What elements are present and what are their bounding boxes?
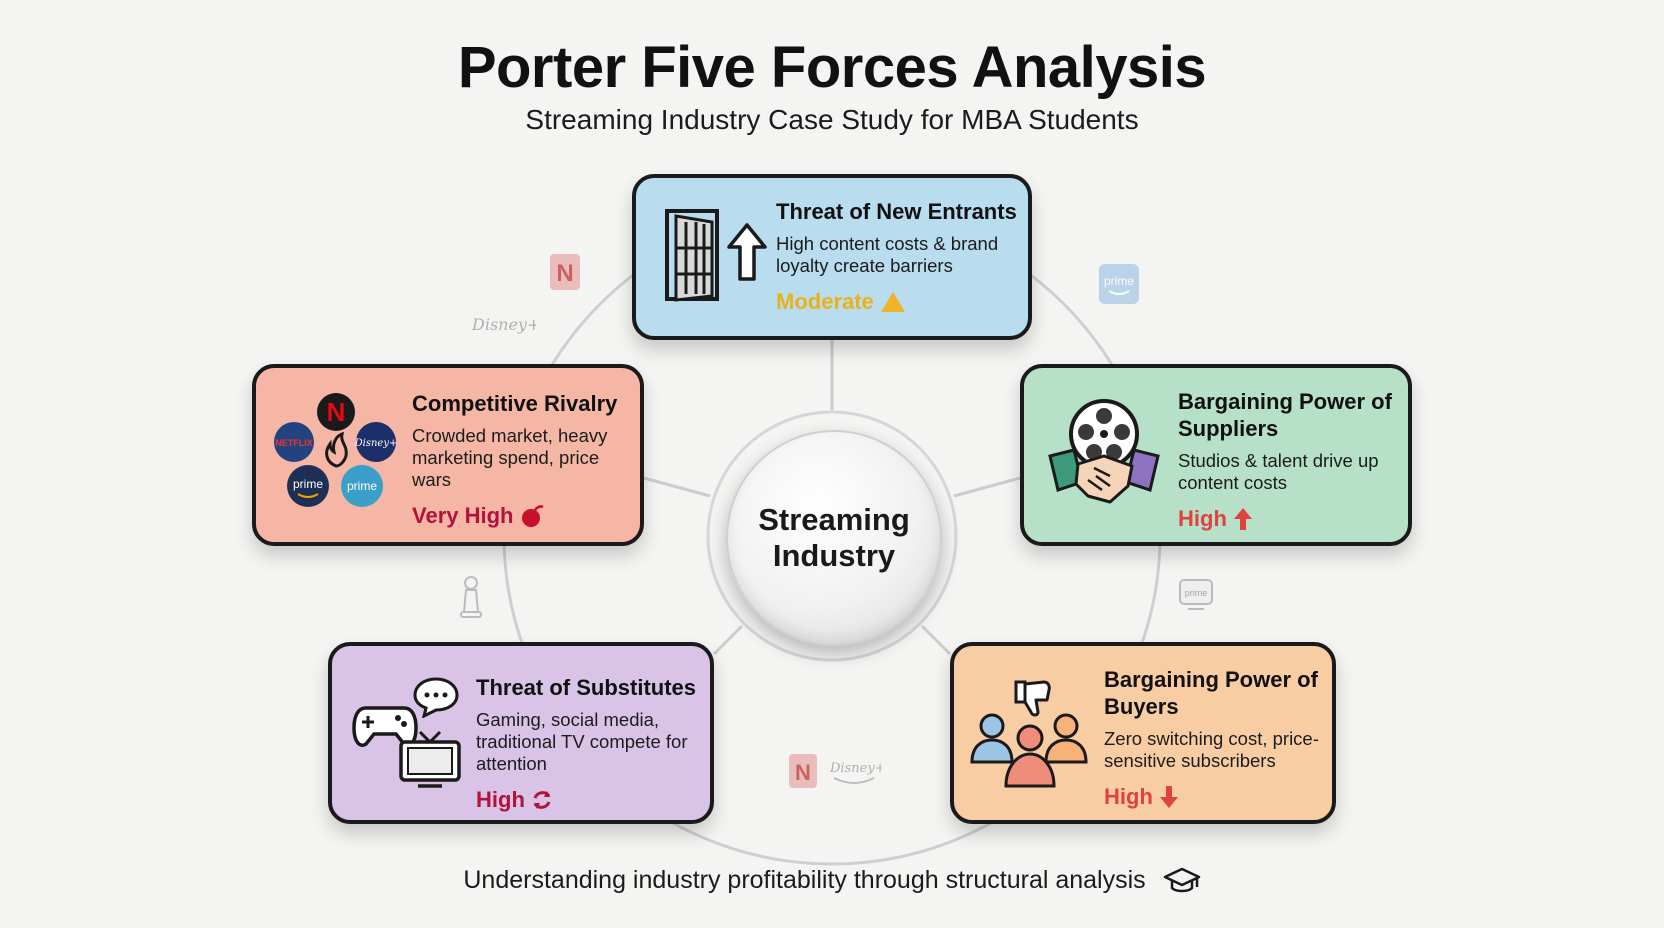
svg-text:NETFLIX: NETFLIX xyxy=(275,438,313,448)
svg-text:prime: prime xyxy=(293,477,323,491)
chat-bubble-icon xyxy=(412,676,460,723)
center-label: Streaming Industry xyxy=(758,502,910,573)
disney-plus-logo: Disney+ xyxy=(354,422,398,462)
level-label: High xyxy=(1104,784,1153,809)
page-title: Porter Five Forces Analysis xyxy=(457,35,1207,100)
graduation-cap-icon xyxy=(1163,868,1200,893)
force-level: High xyxy=(1104,784,1336,810)
svg-text:prime: prime xyxy=(1104,274,1134,288)
level-label: High xyxy=(1178,506,1227,531)
film-reel-icon xyxy=(1068,398,1140,475)
prime-logo: prime xyxy=(287,465,329,507)
people-group-icon xyxy=(970,710,1090,795)
footer-caption: Understanding industry profitability thr… xyxy=(0,866,1664,895)
card-buyers: Bargaining Power of Buyers Zero switchin… xyxy=(950,642,1336,824)
card-description: Gaming, social media, traditional TV com… xyxy=(476,709,688,774)
tv-icon xyxy=(398,730,462,795)
streaming-logos-cluster: N NETFLIX Disney+ prime prime xyxy=(274,392,398,521)
prime-tv-decor: prime xyxy=(1178,578,1214,617)
svg-text:N: N xyxy=(556,260,573,287)
svg-text:N: N xyxy=(327,397,346,427)
footer-text: Understanding industry profitability thr… xyxy=(463,866,1146,894)
force-level: High xyxy=(476,787,708,813)
svg-text:N: N xyxy=(795,760,811,785)
thumbs-down-icon xyxy=(1014,678,1054,723)
card-title: Threat of New Entrants xyxy=(776,199,1017,224)
netflix-wordmark-logo: NETFLIX xyxy=(274,422,314,462)
force-level: Moderate xyxy=(776,289,1024,315)
force-level: High xyxy=(1178,506,1404,532)
card-rivalry: N NETFLIX Disney+ prime prime xyxy=(252,364,644,546)
gamepad-icon xyxy=(352,702,418,755)
prime-disney-decor-bottom: Disney+ xyxy=(828,756,886,793)
card-description: Studios & talent drive up content costs xyxy=(1178,450,1379,493)
arrow-down-icon xyxy=(1159,786,1178,808)
refresh-icon xyxy=(533,791,551,809)
card-new-entrants: Threat of New Entrants High content cost… xyxy=(632,174,1032,340)
bomb-icon xyxy=(522,505,545,527)
arrow-up-icon xyxy=(726,222,768,287)
handshake-icon xyxy=(1048,446,1160,513)
svg-text:prime: prime xyxy=(347,479,377,493)
card-substitutes: Threat of Substitutes Gaming, social med… xyxy=(328,642,714,824)
netflix-logo: N xyxy=(317,393,355,431)
netflix-logo-decor: N xyxy=(550,254,580,295)
card-description: Crowded market, heavy marketing spend, p… xyxy=(412,425,608,490)
fire-icon xyxy=(325,431,348,468)
pawn-icon xyxy=(456,574,486,625)
card-title: Bargaining Power of Buyers xyxy=(1104,667,1318,719)
svg-text:Disney+: Disney+ xyxy=(829,761,882,776)
center-hub: Streaming Industry xyxy=(726,430,942,646)
warning-triangle-icon xyxy=(880,292,905,312)
disney-logo-decor: Disney+ xyxy=(470,310,540,341)
card-description: High content costs & brand loyalty creat… xyxy=(776,233,999,276)
page-subtitle: Streaming Industry Case Study for MBA St… xyxy=(525,104,1139,135)
card-suppliers: Bargaining Power of Suppliers Studios & … xyxy=(1020,364,1412,546)
svg-text:prime: prime xyxy=(1185,588,1208,598)
card-title: Competitive Rivalry xyxy=(412,391,618,416)
arrow-up-icon xyxy=(1233,508,1252,530)
svg-text:Disney+: Disney+ xyxy=(471,315,536,334)
netflix-logo-decor-bottom: N xyxy=(789,754,817,793)
card-title: Threat of Substitutes xyxy=(476,675,697,700)
prime-logo-decor: prime xyxy=(1099,264,1139,309)
force-level: Very High xyxy=(412,503,636,529)
card-title: Bargaining Power of Suppliers xyxy=(1178,389,1392,441)
level-label: High xyxy=(476,787,525,812)
prime-video-logo: prime xyxy=(341,465,383,507)
level-label: Moderate xyxy=(776,289,874,314)
level-label: Very High xyxy=(412,503,514,528)
svg-text:Disney+: Disney+ xyxy=(354,438,398,449)
card-description: Zero switching cost, price-sensitive sub… xyxy=(1104,728,1319,771)
door-icon xyxy=(664,208,720,309)
